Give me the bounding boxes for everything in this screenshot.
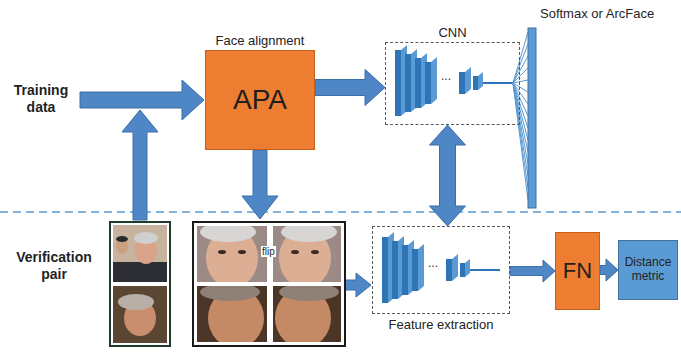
box-heading: CNN (438, 25, 466, 40)
box-label: Distance metric (622, 256, 674, 284)
verification-photos (110, 222, 170, 346)
aligned-faces (238, 250, 246, 254)
box-heading: Face alignment (216, 33, 305, 48)
cnn-illustration (478, 72, 483, 90)
aligned-faces (291, 250, 299, 254)
aligned-faces (197, 226, 267, 282)
feature-extraction-box: Feature extraction (372, 226, 510, 314)
aligned-faces (279, 286, 339, 301)
cnn-illustration (431, 57, 437, 104)
fully-connected-layer (528, 28, 536, 208)
block-arrow (600, 259, 618, 281)
verification-photos (113, 286, 167, 343)
cnn-illustration (465, 259, 470, 277)
box-label: APA (233, 84, 287, 116)
cnn-illustration (465, 67, 471, 94)
fully-connected-layer (513, 32, 528, 83)
cnn-illustration (473, 76, 478, 90)
aligned-faces (273, 226, 341, 282)
cnn-output-line (483, 82, 513, 84)
fully-connected-layer (513, 28, 536, 208)
cnn-box: CNN (385, 42, 520, 125)
alignment-box: Face alignmentAPA (205, 50, 315, 150)
cnn-illustration (402, 245, 408, 295)
aligned-faces (281, 226, 337, 242)
separator-line (0, 211, 681, 213)
cnn-illustration (460, 263, 465, 277)
aligned-faces (269, 224, 271, 344)
ellipsis-mark: ... (428, 256, 438, 270)
cnn-illustration (412, 249, 418, 291)
aligned-faces (195, 283, 343, 285)
cnn-illustration (418, 244, 424, 291)
box-heading: Feature extraction (389, 317, 494, 332)
block-arrow (430, 125, 466, 226)
cnn-illustration (415, 58, 421, 108)
cnn-illustration (425, 62, 431, 104)
fully-connected-layer (513, 56, 528, 83)
cnn-output-line (470, 269, 500, 271)
verification-photos (113, 262, 167, 282)
verification-photos (113, 286, 167, 343)
verification-photos (116, 236, 128, 242)
box-label: FN (563, 258, 592, 283)
cnn-illustration (405, 54, 411, 112)
aligned-faces (193, 222, 345, 348)
verification-photos (118, 294, 154, 310)
cnn-illustration (382, 237, 388, 303)
aligned-faces (200, 286, 260, 301)
fully-connected-layer (513, 83, 528, 200)
aligned-faces (218, 250, 226, 254)
block-arrow (242, 150, 278, 219)
cnn-illustration (459, 72, 465, 94)
flip-label: flip (261, 246, 276, 257)
cnn-illustration (392, 241, 398, 299)
cnn-illustration (446, 259, 452, 281)
verification-photos (113, 225, 167, 282)
fully-connected-layer (513, 44, 528, 83)
aligned-faces (311, 250, 319, 254)
fully-connected-layer (513, 80, 528, 83)
input-label: Training data (4, 82, 78, 116)
fn-box: FN (555, 232, 600, 310)
metric-box: Distance metric (618, 240, 678, 300)
fully-connected-layer (513, 68, 528, 83)
block-arrow (345, 273, 371, 297)
output-layer-label: Softmax or ArcFace (540, 6, 654, 22)
verification-photos (134, 232, 158, 244)
cnn-illustration (382, 232, 470, 303)
verification-photos (110, 222, 170, 346)
input-label: Verification pair (2, 249, 106, 283)
block-arrow (510, 260, 555, 282)
verification-photos (113, 225, 167, 282)
cnn-illustration (395, 50, 401, 116)
cnn-illustration (452, 254, 458, 281)
block-arrow (315, 70, 385, 106)
aligned-faces (197, 286, 267, 342)
ellipsis-mark: ... (441, 69, 451, 83)
aligned-faces (273, 286, 341, 342)
aligned-faces (200, 226, 256, 242)
cnn-illustration (395, 45, 483, 116)
block-arrow (122, 110, 158, 220)
